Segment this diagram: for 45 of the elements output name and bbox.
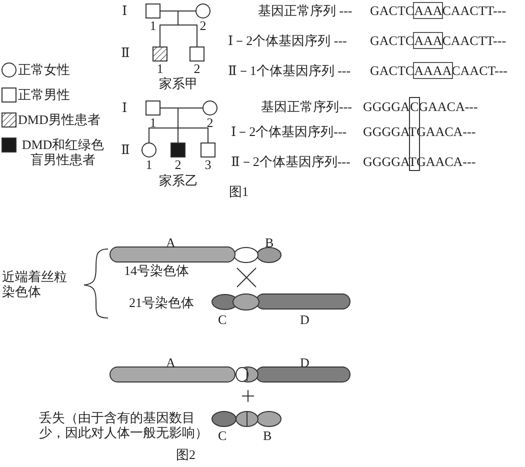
sequence-name: Ⅰ－2个体基因序列 --- bbox=[228, 33, 347, 48]
individual-number: 3 bbox=[204, 158, 212, 171]
dna-sequence: GACTCAAACAACTT--- bbox=[370, 33, 506, 48]
individual-number: 2 bbox=[200, 19, 206, 32]
gene-letter: C bbox=[218, 312, 227, 327]
individual-number: 1 bbox=[150, 19, 156, 32]
gene-letter: D bbox=[300, 355, 310, 370]
legend-text: DMD和红绿色盲男性患者 bbox=[20, 137, 106, 167]
descent-line bbox=[178, 10, 198, 48]
individual-number: 2 bbox=[206, 116, 214, 129]
generation-numeral: Ⅱ bbox=[121, 142, 130, 157]
chromosome-label: 14号染色体 bbox=[124, 263, 189, 278]
chromosome-label: 21号染色体 bbox=[129, 295, 194, 310]
individual-number: 2 bbox=[174, 158, 182, 171]
sequence-name: 基因正常序列 --- bbox=[258, 3, 352, 18]
sequence-name: Ⅱ－2个体基因序列--- bbox=[231, 154, 350, 169]
family-label: 家系乙 bbox=[159, 173, 198, 188]
gene-letter: A bbox=[166, 235, 176, 250]
gene-letter: D bbox=[300, 312, 310, 327]
sequence-name: Ⅰ－2个体基因序列--- bbox=[231, 124, 347, 139]
dna-sequence: GACTCAAACAACTT--- bbox=[370, 3, 506, 18]
descent-line bbox=[178, 108, 208, 144]
dna-sequence: GACTCAAAACAACT--- bbox=[370, 63, 508, 78]
gene-letter: B bbox=[265, 235, 274, 250]
individual-number: 1 bbox=[146, 158, 152, 171]
gene-letter: A bbox=[166, 355, 176, 370]
family-label: 家系甲 bbox=[159, 76, 198, 91]
generation-numeral: Ⅱ bbox=[121, 45, 130, 60]
figure-caption: 图1 bbox=[229, 184, 248, 199]
gene-letter: B bbox=[263, 428, 272, 443]
individual-number: 2 bbox=[194, 62, 200, 75]
gene-letter: C bbox=[218, 428, 227, 443]
legend-text: DMD男性患者 bbox=[18, 112, 102, 127]
annotation-text: 丢失（由于含有的基因数目少，因此对人体一般无影响） bbox=[39, 410, 209, 440]
sequence-name: Ⅱ－1个体基因序列 --- bbox=[228, 63, 351, 78]
figure-caption: 图2 bbox=[176, 447, 196, 462]
individual-number: 1 bbox=[150, 116, 156, 129]
sequence-name: 基因正常序列--- bbox=[261, 99, 352, 114]
legend-text: 正常女性 bbox=[18, 62, 71, 77]
generation-numeral: Ⅰ bbox=[122, 100, 128, 115]
legend-text: 正常男性 bbox=[18, 87, 71, 102]
dna-sequence: GGGGACGAACA--- bbox=[363, 99, 478, 114]
generation-numeral: Ⅰ bbox=[122, 3, 128, 18]
group-label: 近端着丝粒染色体 bbox=[2, 269, 68, 299]
individual-number: 1 bbox=[156, 62, 164, 75]
